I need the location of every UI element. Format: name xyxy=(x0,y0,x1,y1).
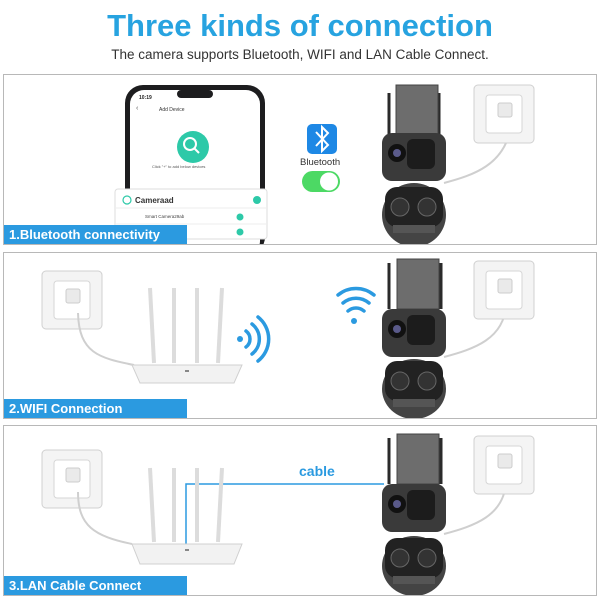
camera-small-icon xyxy=(122,195,132,205)
bluetooth-toggle xyxy=(302,171,340,192)
phone-time: 10:19 xyxy=(139,95,152,101)
add-device-icon xyxy=(253,196,261,204)
device-list-item: Smart Camera29ab xyxy=(145,214,185,219)
wifi-signal-icon xyxy=(336,286,376,324)
lan-cable xyxy=(185,483,384,544)
phone-hint-text: Click "+" to add below devices xyxy=(152,164,206,169)
wall-socket xyxy=(473,260,535,320)
camera-device xyxy=(382,258,446,418)
phone-screen-title: Add Device xyxy=(159,107,185,113)
wall-socket xyxy=(41,449,103,509)
wall-socket xyxy=(473,435,535,495)
page-subtitle: The camera supports Bluetooth, WIFI and … xyxy=(111,47,489,62)
wifi-signal-icon xyxy=(237,315,271,363)
page-title: Three kinds of connection xyxy=(107,8,493,43)
bluetooth-label: Bluetooth xyxy=(300,157,341,168)
wall-socket xyxy=(473,84,535,144)
lan-panel: cable 3.LAN Cable Connect xyxy=(3,425,597,596)
cable-label: cable xyxy=(299,463,335,479)
camera-device xyxy=(382,84,446,244)
power-cable xyxy=(77,491,133,545)
back-arrow-icon: ‹ xyxy=(136,105,139,112)
panel-label-lan: 3.LAN Cable Connect xyxy=(4,576,187,595)
wifi-panel: 2.WIFI Connection xyxy=(3,252,597,419)
search-device-icon xyxy=(177,131,209,163)
wifi-router xyxy=(131,467,243,565)
bluetooth-illustration: ‹ xyxy=(114,84,535,244)
bluetooth-panel: ‹ xyxy=(3,74,597,245)
power-cable xyxy=(77,312,135,366)
device-name: Cameraad xyxy=(135,196,174,205)
camera-device xyxy=(382,433,446,595)
lan-illustration xyxy=(41,433,535,595)
bluetooth-icon xyxy=(307,124,337,154)
panel-label-wifi: 2.WIFI Connection xyxy=(4,399,187,418)
wifi-illustration xyxy=(41,258,535,418)
wall-socket xyxy=(41,270,103,330)
wifi-router xyxy=(131,287,243,384)
panel-label-bluetooth: 1.Bluetooth connectivity xyxy=(4,225,187,244)
